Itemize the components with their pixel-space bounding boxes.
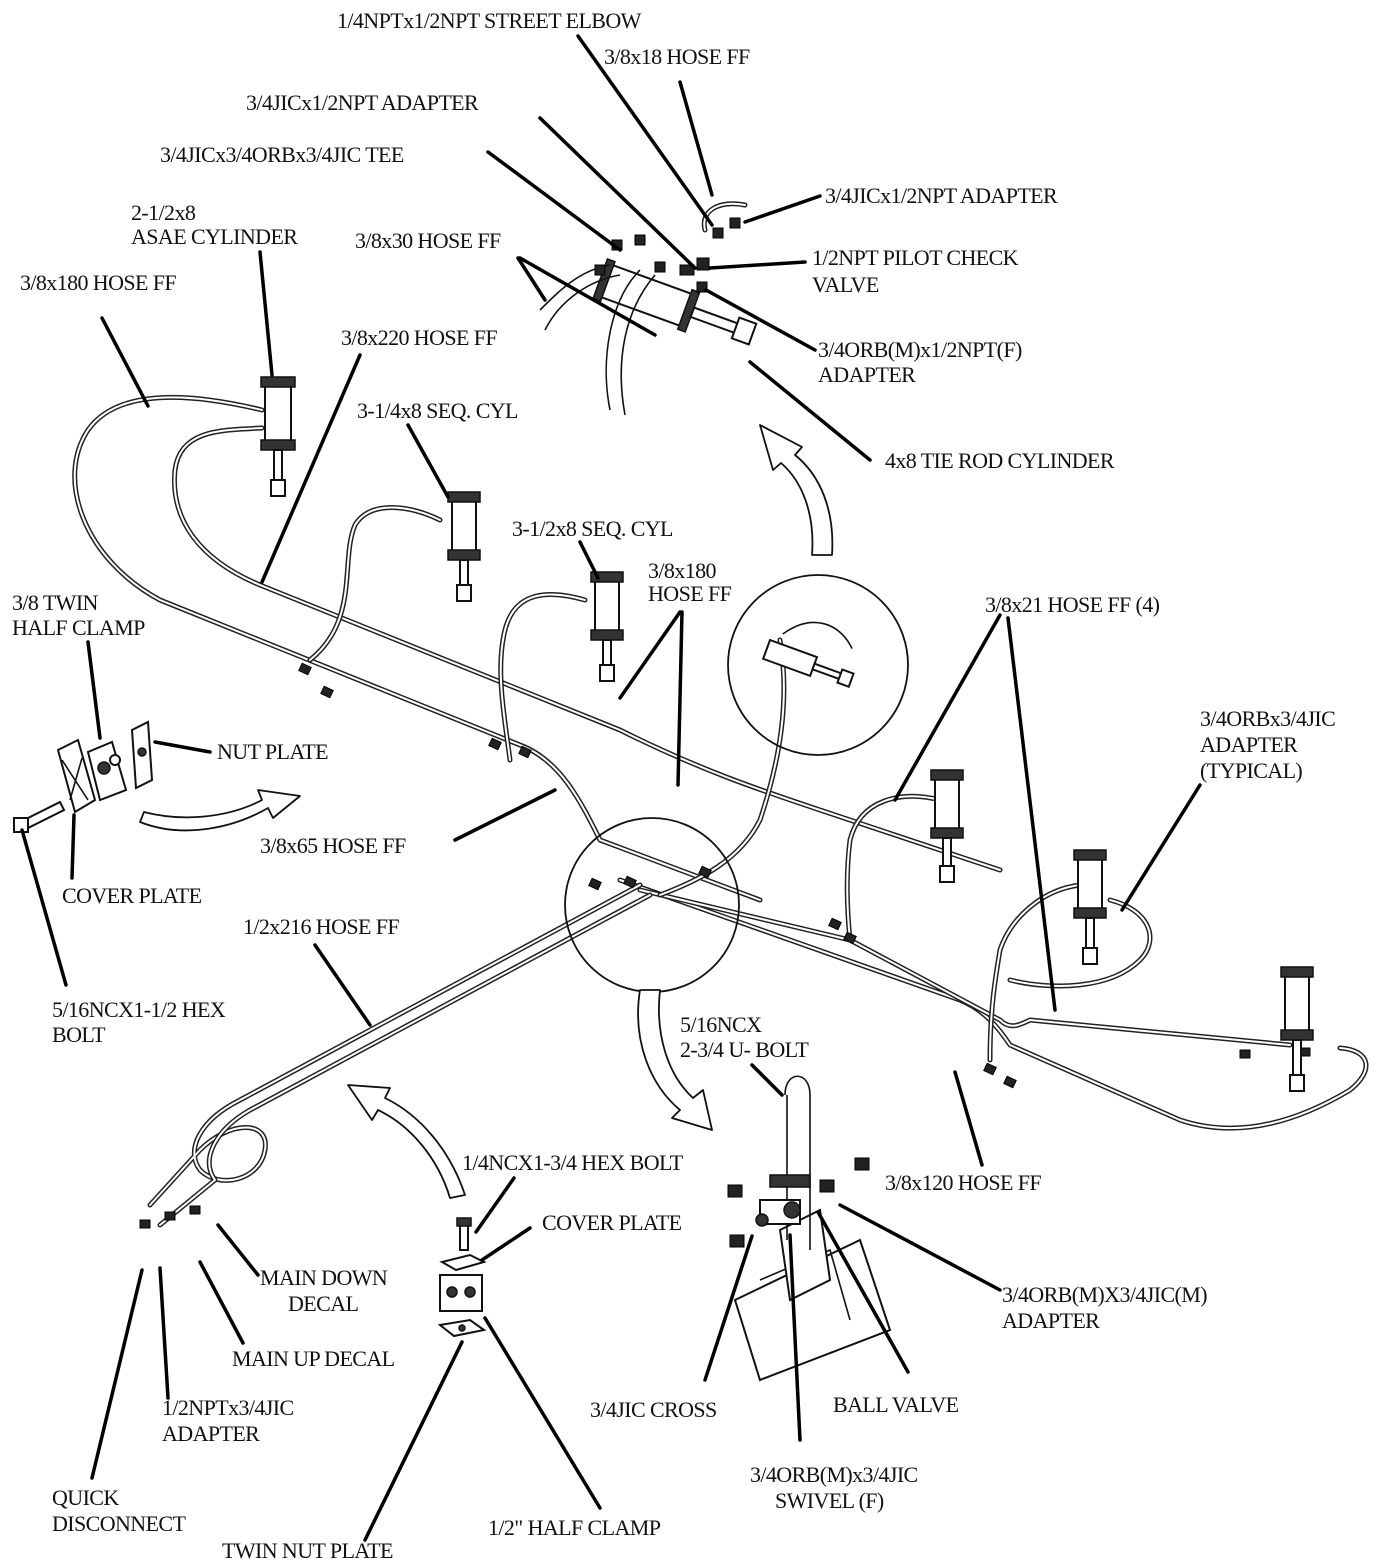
label-hose-30: 3/8x30 HOSE FF <box>355 228 501 253</box>
label-nut-plate: NUT PLATE <box>217 739 328 764</box>
arrow-half-clamp <box>347 1084 466 1199</box>
label-cover-plate-a: COVER PLATE <box>62 883 202 908</box>
label-pilot-check-1: 1/2NPT PILOT CHECK <box>812 245 1019 270</box>
asae-cylinder <box>260 376 296 497</box>
label-orbm-jicm-1: 3/4ORB(M)X3/4JIC(M) <box>1002 1282 1207 1307</box>
label-hex-bolt-516-2: BOLT <box>52 1022 106 1047</box>
label-seq-cyl-314: 3-1/4x8 SEQ. CYL <box>357 398 518 423</box>
label-main-up: MAIN UP DECAL <box>232 1346 395 1371</box>
label-hose-21: 3/8x21 HOSE FF (4) <box>985 592 1160 617</box>
label-orbm-jicm-2: ADAPTER <box>1002 1308 1100 1333</box>
label-ball-valve: BALL VALVE <box>833 1392 959 1417</box>
label-ubolt-2: 2-3/4 U- BOLT <box>680 1037 809 1062</box>
labels: 1/4NPTx1/2NPT STREET ELBOW 3/8x18 HOSE F… <box>12 8 1336 1563</box>
ball-valve-assembly <box>727 1075 892 1382</box>
label-hose-180-b-1: 3/8x180 <box>648 558 717 583</box>
label-hose-180-a: 3/8x180 HOSE FF <box>20 270 176 295</box>
label-cover-plate-b: COVER PLATE <box>542 1210 682 1235</box>
seq-cyl-312 <box>590 571 624 682</box>
label-quick-disc-2: DISCONNECT <box>52 1511 186 1536</box>
label-tie-rod-cyl: 4x8 TIE ROD CYLINDER <box>885 448 1115 473</box>
label-twin-clamp-1: 3/8 TWIN <box>12 590 99 615</box>
label-orb-npt-adapter-1: 3/4ORB(M)x1/2NPT(F) <box>818 337 1022 362</box>
label-hose-216: 1/2x216 HOSE FF <box>243 914 399 939</box>
label-twin-clamp-2: HALF CLAMP <box>12 615 145 640</box>
detail-circle-tie-rod <box>727 574 909 756</box>
cylinder-right-3 <box>1280 966 1314 1092</box>
label-ubolt-1: 5/16NCX <box>680 1012 762 1037</box>
arrow-clamp <box>139 789 301 832</box>
label-street-elbow: 1/4NPTx1/2NPT STREET ELBOW <box>337 8 642 33</box>
label-asae-cyl-1: 2-1/2x8 <box>131 200 196 225</box>
label-quick-disc-1: QUICK <box>52 1485 119 1510</box>
seq-cyl-314 <box>447 491 481 602</box>
label-npt-jic-1: 1/2NPTx3/4JIC <box>162 1395 294 1420</box>
label-hose-220: 3/8x220 HOSE FF <box>341 325 497 350</box>
label-orb-jic-adapter-3: (TYPICAL) <box>1200 758 1302 783</box>
arrow-valve <box>637 989 713 1131</box>
label-orb-jic-adapter-1: 3/4ORBx3/4JIC <box>1200 706 1335 731</box>
label-hex-bolt-14: 1/4NCX1-3/4 HEX BOLT <box>462 1150 684 1175</box>
hose-216-2 <box>157 892 653 1228</box>
label-adapter-jic-npt-b: 3/4JICx1/2NPT ADAPTER <box>825 183 1058 208</box>
label-orb-jic-adapter-2: ADAPTER <box>1200 732 1298 757</box>
label-half-clamp: 1/2" HALF CLAMP <box>488 1515 661 1540</box>
label-main-down-1: MAIN DOWN <box>260 1265 388 1290</box>
tie-rod-cylinder-detail <box>539 201 758 416</box>
label-orb-npt-adapter-2: ADAPTER <box>818 362 916 387</box>
label-twin-nut-plate: TWIN NUT PLATE <box>222 1538 393 1563</box>
arrow-up-tie-rod <box>759 424 834 556</box>
hose-routing <box>72 394 1369 1229</box>
label-npt-jic-2: ADAPTER <box>162 1421 260 1446</box>
half-clamp-assembly <box>437 1217 487 1338</box>
label-asae-cyl-2: ASAE CYLINDER <box>131 224 298 249</box>
label-pilot-check-2: VALVE <box>812 272 879 297</box>
label-hose-65: 3/8x65 HOSE FF <box>260 833 406 858</box>
cylinder-right-1 <box>930 769 964 883</box>
label-hose-180-b-2: HOSE FF <box>648 581 732 606</box>
cylinder-right-2 <box>1073 849 1107 965</box>
label-swivel-2: SWIVEL (F) <box>775 1488 884 1513</box>
label-hex-bolt-516-1: 5/16NCX1-1/2 HEX <box>52 997 226 1022</box>
label-main-down-2: DECAL <box>288 1291 358 1316</box>
label-hose-18: 3/8x18 HOSE FF <box>604 44 750 69</box>
hose-seq-312 <box>498 592 588 763</box>
detail-tie-rod-mini <box>761 621 855 689</box>
label-jic-cross: 3/4JIC CROSS <box>590 1397 717 1422</box>
leader-lines <box>20 34 1202 1542</box>
twin-half-clamp-assembly <box>13 720 154 833</box>
label-tee: 3/4JICx3/4ORBx3/4JIC TEE <box>160 142 404 167</box>
label-seq-cyl-312: 3-1/2x8 SEQ. CYL <box>512 516 673 541</box>
label-adapter-jic-npt-a: 3/4JICx1/2NPT ADAPTER <box>246 90 479 115</box>
label-swivel-1: 3/4ORB(M)x3/4JIC <box>750 1462 918 1487</box>
label-hose-120: 3/8x120 HOSE FF <box>885 1170 1041 1195</box>
inline-fittings <box>139 662 1311 1229</box>
